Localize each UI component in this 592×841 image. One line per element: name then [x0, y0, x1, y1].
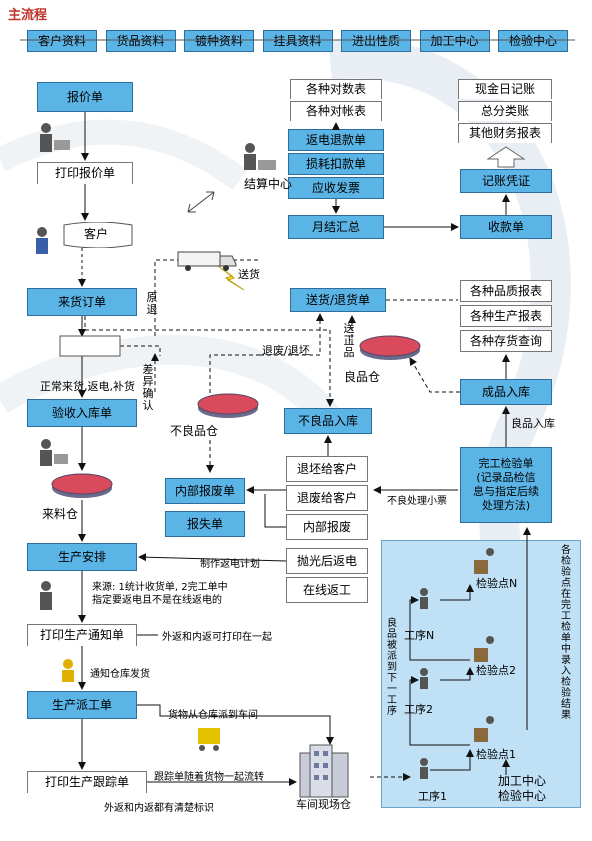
receive-box[interactable]: 验收入库单 — [27, 399, 137, 427]
return-customer-box[interactable]: 退坯给客户 — [286, 456, 368, 482]
processing-center-panel — [381, 540, 581, 808]
top-bar-item[interactable]: 货品资料 — [105, 30, 176, 52]
damage-box[interactable]: 损耗扣款单 — [288, 153, 384, 175]
good-store-label: 良品仓 — [344, 370, 381, 384]
process-n-label: 工序N — [404, 629, 435, 642]
process-2-label: 工序2 — [404, 703, 433, 716]
refund-box[interactable]: 返电退款单 — [288, 129, 384, 151]
order-box[interactable]: 来货订单 — [27, 288, 137, 316]
bad-in-box[interactable]: 不良品入库 — [284, 408, 372, 434]
page-title: 主流程 — [8, 8, 48, 23]
quality-report-box[interactable]: 各种品质报表 — [460, 280, 552, 302]
normal-goods-label: 正常来货,返电,补货 — [40, 380, 135, 393]
ledger-doc[interactable]: 总分类账 — [458, 101, 552, 121]
original-return-label: 原退 — [146, 291, 158, 316]
stock-query-box[interactable]: 各种存货查询 — [460, 330, 552, 352]
top-bar-item[interactable]: 检验中心 — [498, 30, 568, 52]
print-track-doc[interactable]: 打印生产跟踪单 — [27, 771, 147, 793]
invoice-box[interactable]: 应收发票 — [288, 177, 384, 199]
material-store-label: 来料仓 — [42, 507, 79, 521]
report-doc-2[interactable]: 各种对帐表 — [290, 101, 382, 121]
top-bar-item[interactable]: 镀种资料 — [184, 30, 254, 52]
bad-ticket-label: 不良处理小票 — [387, 496, 447, 507]
bad-store-label: 不良品仓 — [170, 424, 219, 438]
online-return-box[interactable]: 在线返工 — [286, 577, 368, 603]
good-in-label: 良品入库 — [511, 418, 555, 430]
check-1-label: 检验点1 — [476, 748, 516, 761]
clear-mark-label: 外返和内返都有清楚标识 — [104, 803, 214, 814]
production-plan-box[interactable]: 生产安排 — [27, 543, 137, 571]
internal-scrap-doc-box[interactable]: 内部报废单 — [165, 478, 245, 504]
fin-reports-doc[interactable]: 其他财务报表 — [458, 123, 552, 143]
notify-store-label: 通知仓库发货 — [90, 669, 150, 680]
polish-return-box[interactable]: 抛光后返电 — [286, 548, 368, 574]
scrap-customer-box[interactable]: 退废给客户 — [286, 485, 368, 511]
prod-report-box[interactable]: 各种生产报表 — [460, 305, 552, 327]
deliver-goods-label: 送货 — [238, 268, 260, 281]
send-good-label: 送正品 — [343, 322, 355, 359]
receipt-box[interactable]: 收款单 — [460, 215, 552, 239]
check-2-label: 检验点2 — [476, 664, 516, 677]
diff-confirm-label: 差异确认 — [142, 363, 154, 412]
dispatch-good-label: 良品被派到下一工序 — [387, 618, 397, 717]
print-quote-doc[interactable]: 打印报价单 — [37, 162, 133, 184]
loss-doc-box[interactable]: 报失单 — [165, 511, 245, 537]
workshop-store-label: 车间现场仓 — [296, 798, 351, 811]
voucher-box[interactable]: 记账凭证 — [460, 169, 552, 193]
source2-label: 指定要返电且不是在线返电的 — [92, 595, 222, 606]
customer-banner-shape — [63, 222, 133, 248]
process-1-label: 工序1 — [418, 790, 447, 803]
return-label: 退废/退坯 — [262, 344, 310, 357]
finished-in-box[interactable]: 成品入库 — [460, 379, 552, 405]
quote-box[interactable]: 报价单 — [37, 82, 133, 112]
deliver-box[interactable]: 送货/退货单 — [290, 288, 386, 312]
top-bar-item[interactable]: 挂具资料 — [262, 30, 333, 52]
goods-out-label: 货物从仓库派到车间 — [168, 710, 258, 721]
check-record-label: 各检验点在完工检单中录入检验结果 — [561, 545, 571, 721]
top-bar-item[interactable]: 加工中心 — [419, 30, 490, 52]
good-in-text: 良品入库 — [511, 417, 555, 430]
track-flow-label: 跟踪单随着货物一起流转 — [154, 772, 264, 783]
monthly-box[interactable]: 月结汇总 — [288, 215, 384, 239]
cash-journal-doc[interactable]: 现金日记账 — [458, 79, 552, 99]
center-label: 加工中心 检验中心 — [498, 774, 547, 803]
internal-scrap-box[interactable]: 内部报废 — [286, 514, 368, 540]
print-together-label: 外返和内返可打印在一起 — [162, 632, 272, 643]
up-arrow-icon — [486, 146, 526, 168]
top-bar-item[interactable]: 客户资料 — [27, 30, 97, 52]
check-n-label: 检验点N — [476, 577, 518, 590]
top-bar-item[interactable]: 进出性质 — [341, 30, 411, 52]
report-doc-1[interactable]: 各种对数表 — [290, 79, 382, 99]
customer-label: 客户 — [84, 227, 109, 241]
source-label: 来源: 1统计收货单, 2完工单中 — [92, 582, 228, 593]
make-plan-label: 制作返电计划 — [200, 559, 260, 570]
inspection-box[interactable]: 完工检验单 (记录品检信 息与指定后续 处理方法) — [460, 447, 552, 523]
dispatch-box[interactable]: 生产派工单 — [27, 691, 137, 719]
settlement-label: 结算中心 — [244, 177, 293, 191]
print-notice-doc[interactable]: 打印生产通知单 — [27, 624, 137, 646]
